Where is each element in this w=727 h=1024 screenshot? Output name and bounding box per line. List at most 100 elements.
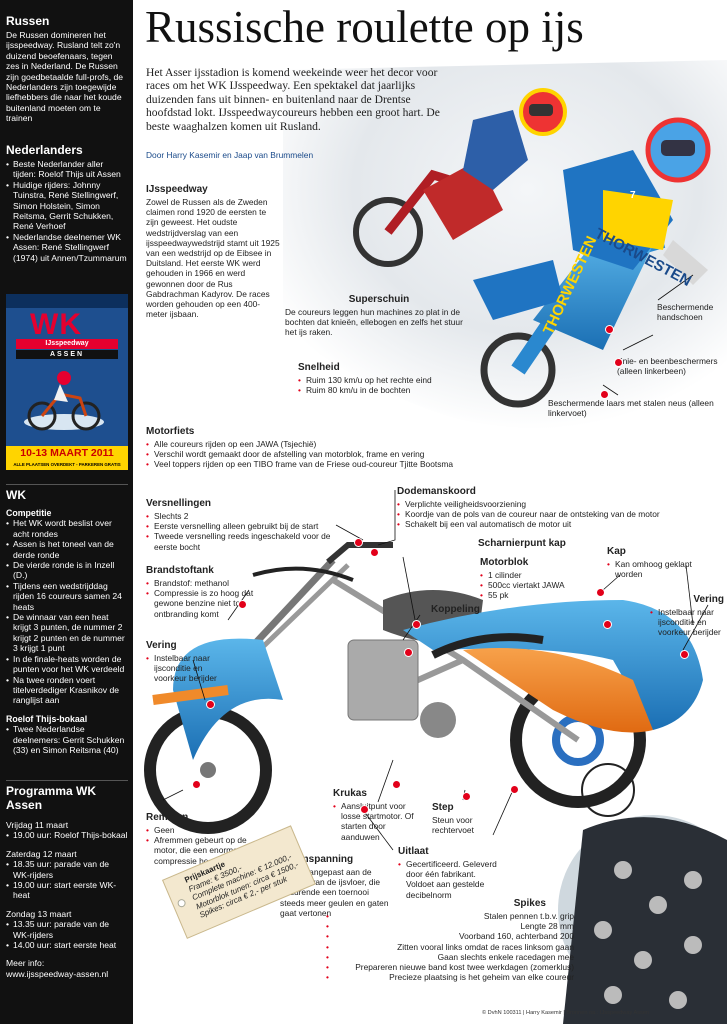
bike-diagram [144,542,703,834]
bokaal-heading: Roelof Thijs-bokaal [6,713,88,724]
versnellingen-box: Versnellingen Slechts 2 Eerste versnelli… [146,498,346,552]
bandenspanning-heading: Bandenspanning [272,854,354,865]
superschuin-heading: Superschuin [348,294,410,305]
step-text: Steun voor rechtervoet [432,815,474,836]
spikes-inset [558,763,727,1024]
day-label: Zaterdag 12 maart [6,848,77,859]
nederlanders-section: Nederlanders Beste Nederlander aller tij… [6,143,128,263]
list-item: Zitten vooral links omdat de races links… [326,942,574,952]
callout-dot [354,538,363,547]
list-item: Ruim 130 km/u op het rechte eind [298,375,458,385]
handschoen-label: Beschermende handschoen [657,302,714,323]
callout-dot [510,785,519,794]
russen-heading: Russen [6,14,50,28]
day-label: Zondag 13 maart [6,908,72,919]
list-item: Voorband 160, achterband 200 [326,931,574,941]
page-title: Russische roulette op ijs [145,2,584,52]
list-item: Afremmen gebeurt op de motor, die een en… [146,835,266,866]
list-item: 13.35 uur: parade van de WK-rijders [6,919,128,940]
list-item: Aansluitpunt voor losse startmotor. Of s… [333,801,423,842]
list-item: De vierde ronde is in Inzell (D.) [6,560,128,581]
list-item: Na twee ronden voert titelverdediger Kra… [6,675,128,706]
vering-right-box: Vering Instelbaar naar ijsconditie en vo… [650,594,724,638]
ijsspeedway-heading: IJsspeedway [146,184,208,195]
list-item: Nederlandse deelnemer WK Assen: René Ste… [6,232,128,263]
list-item: Eerste versnelling alleen gebruikt bij d… [146,521,346,531]
superschuin-box: Superschuin De coureurs leggen hun machi… [285,294,473,338]
ijsspeedway-box: IJsspeedway Zowel de Russen als de Zwede… [146,184,280,319]
ijsspeedway-text: Zowel de Russen als de Zweden claimen ro… [146,197,280,320]
list-item: Verplichte veiligheidsvoorziening [397,499,697,509]
callout-dot [680,650,689,659]
list-item: Brandstof: methanol [146,578,276,588]
callout-dot [404,648,413,657]
list-item: Gecertificeerd. Geleverd door één fabrik… [398,859,498,900]
ice-background [283,60,727,430]
list-item: 19.00 uur: Roelof Thijs-bokaal [6,830,128,841]
list-item: Compressie is zo hoog dat gewone benzine… [146,588,276,619]
motorfiets-box: Motorfiets Alle coureurs rijden op een J… [146,426,606,470]
list-item: Tweede versnelling reeds ingeschakeld vo… [146,531,346,551]
list-item: Huidige rijders: Johnny Tuinstra, René S… [6,180,128,232]
list-item: Ruim 80 km/u in de bochten [298,385,458,395]
list-item: Prepareren nieuwe band kost twee werkdag… [326,962,574,972]
list-item: 14.00 uur: start eerste heat [6,940,128,951]
website-link[interactable]: www.ijsspeedway-assen.nl [6,968,109,979]
callout-dot [238,600,247,609]
callout-dot [462,792,471,801]
snelheid-heading: Snelheid [298,362,340,373]
motorblok-heading: Motorblok [480,557,529,568]
callout-dot [605,325,614,334]
callout-dot [596,588,605,597]
motorfiets-heading: Motorfiets [146,426,195,437]
poster-sub: ASSEN [16,350,118,359]
scharnierpunt-box: Scharnierpunt kap [478,538,598,551]
list-item: Kan omhoog geklapt worden [607,559,707,579]
meer-info-label: Meer info: [6,958,45,969]
day-label: Vrijdag 11 maart [6,820,69,830]
callout-dot [614,358,623,367]
poster-band: IJsspeedway [16,339,118,349]
spikes-heading: Spikes [513,898,546,909]
front-rider-illustration [473,117,711,408]
list-item: Schakelt bij een val automatisch de moto… [397,519,697,529]
vering-left-heading: Vering [146,640,177,651]
callout-dot [603,620,612,629]
list-item: 55 pk [480,590,570,600]
poster-footer: ALLE PLAATSEN OVERDEKT - PARKEREN GRATIS [6,460,128,470]
krukas-box: Krukas Aansluitpunt voor losse startmoto… [333,788,423,842]
wk-section: WK Competitie Het WK wordt beslist over … [6,488,128,755]
list-item: Twee Nederlandse deelnemers: Gerrit Schu… [6,724,128,755]
poster-dates: 10-13 MAART 2011 [6,446,128,460]
wk-heading: WK [6,488,26,502]
callout-dot [370,548,379,557]
snelheid-box: Snelheid Ruim 130 km/u op het rechte ein… [298,362,458,396]
kap-box: Kap Kan omhoog geklapt worden [607,546,707,579]
callout-dot [192,780,201,789]
russen-text: De Russen domineren het ijsspeedway. Rus… [6,30,124,124]
step-box: Step Steun voor rechtervoet [432,802,512,835]
callout-dot [206,700,215,709]
russen-section: Russen De Russen domineren het ijsspeedw… [6,14,128,124]
poster-wk: WK [30,308,82,341]
list-item: Het WK wordt beslist over acht rondes [6,518,128,539]
list-item: 1 cilinder [480,570,570,580]
list-item: Verschil wordt gemaakt door de afstellin… [146,449,606,459]
list-item: Precieze plaatsing is het geheim van elk… [326,972,574,982]
list-item: 500cc viertakt JAWA [480,580,570,590]
list-item: Geen [146,825,266,835]
list-item: Instelbaar naar ijsconditie en voorkeur … [146,653,226,684]
divider [6,484,128,485]
list-item: Tijdens een wedstrijddag rijden 16 coure… [6,581,128,612]
list-item: Instelbaar naar ijsconditie en voorkeur … [650,607,724,638]
list-item: Alle coureurs rijden op een JAWA (Tsjech… [146,439,606,449]
kap-heading: Kap [607,546,626,557]
nederlanders-heading: Nederlanders [6,143,83,157]
motorblok-box: Motorblok 1 cilinder 500cc viertakt JAWA… [480,557,570,601]
byline: Door Harry Kasemir en Jaap van Brummelen [146,150,314,160]
competitie-heading: Competitie [6,508,52,518]
brandstoftank-box: Brandstoftank Brandstof: methanol Compre… [146,565,276,619]
vering-right-heading: Vering [693,594,724,605]
list-item: Slechts 2 [146,511,346,521]
step-heading: Step [432,802,454,813]
